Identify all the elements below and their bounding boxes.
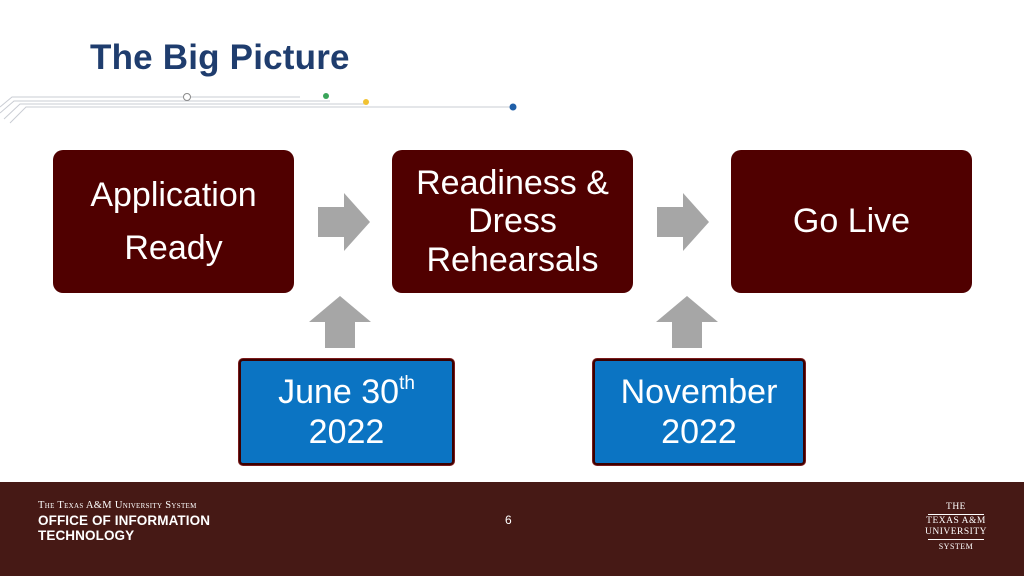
step-go-live: Go Live <box>731 150 972 293</box>
page-number: 6 <box>505 513 512 527</box>
footer-system-name: The Texas A&M University System <box>38 500 197 511</box>
step-readiness-dress-rehearsals: Readiness & Dress Rehearsals <box>392 150 633 293</box>
footer-office-line1: OFFICE OF INFORMATION <box>38 513 211 528</box>
step-readiness-line1: Readiness & <box>416 164 609 203</box>
arrow-right-icon <box>657 193 709 251</box>
slide-title: The Big Picture <box>90 38 350 77</box>
milestone-november-line1: November <box>620 372 778 411</box>
circuit-node-icon <box>509 103 517 111</box>
milestone-june-line1: June 30 <box>278 372 400 411</box>
logo-divider <box>928 514 984 515</box>
logo-divider <box>928 539 984 540</box>
decorative-circuit-lines <box>0 93 517 124</box>
step-application-ready: Application Ready <box>53 150 294 293</box>
arrow-up-icon <box>656 296 718 348</box>
arrow-up-icon <box>309 296 371 348</box>
footer-office-line2: TECHNOLOGY <box>38 528 135 543</box>
arrow-right-icon <box>318 193 370 251</box>
milestone-june-line2: 2022 <box>308 413 385 451</box>
step-go-live-label: Go Live <box>792 202 911 241</box>
footer-bar <box>0 482 1024 576</box>
milestone-november-line2: 2022 <box>661 413 737 451</box>
circuit-node-icon <box>323 93 329 99</box>
logo-line4: SYSTEM <box>938 542 974 551</box>
step-application-ready-line2: Ready <box>124 228 223 267</box>
tamus-logo: THE TEXAS A&M UNIVERSITY SYSTEM <box>922 502 990 552</box>
step-application-ready-line1: Application <box>90 175 257 214</box>
milestone-november-2022: November 2022 <box>593 359 805 465</box>
circuit-node-icon <box>363 99 369 105</box>
circuit-node-icon <box>183 93 191 101</box>
logo-line1: THE <box>946 502 966 512</box>
logo-line2: TEXAS A&M <box>926 516 986 526</box>
step-readiness-line2: Dress <box>468 202 557 241</box>
step-readiness-line3: Rehearsals <box>426 240 599 279</box>
milestone-june-2022: June 30th 2022 <box>239 359 454 465</box>
logo-line3: UNIVERSITY <box>925 527 987 537</box>
milestone-june-suffix: th <box>399 372 415 394</box>
